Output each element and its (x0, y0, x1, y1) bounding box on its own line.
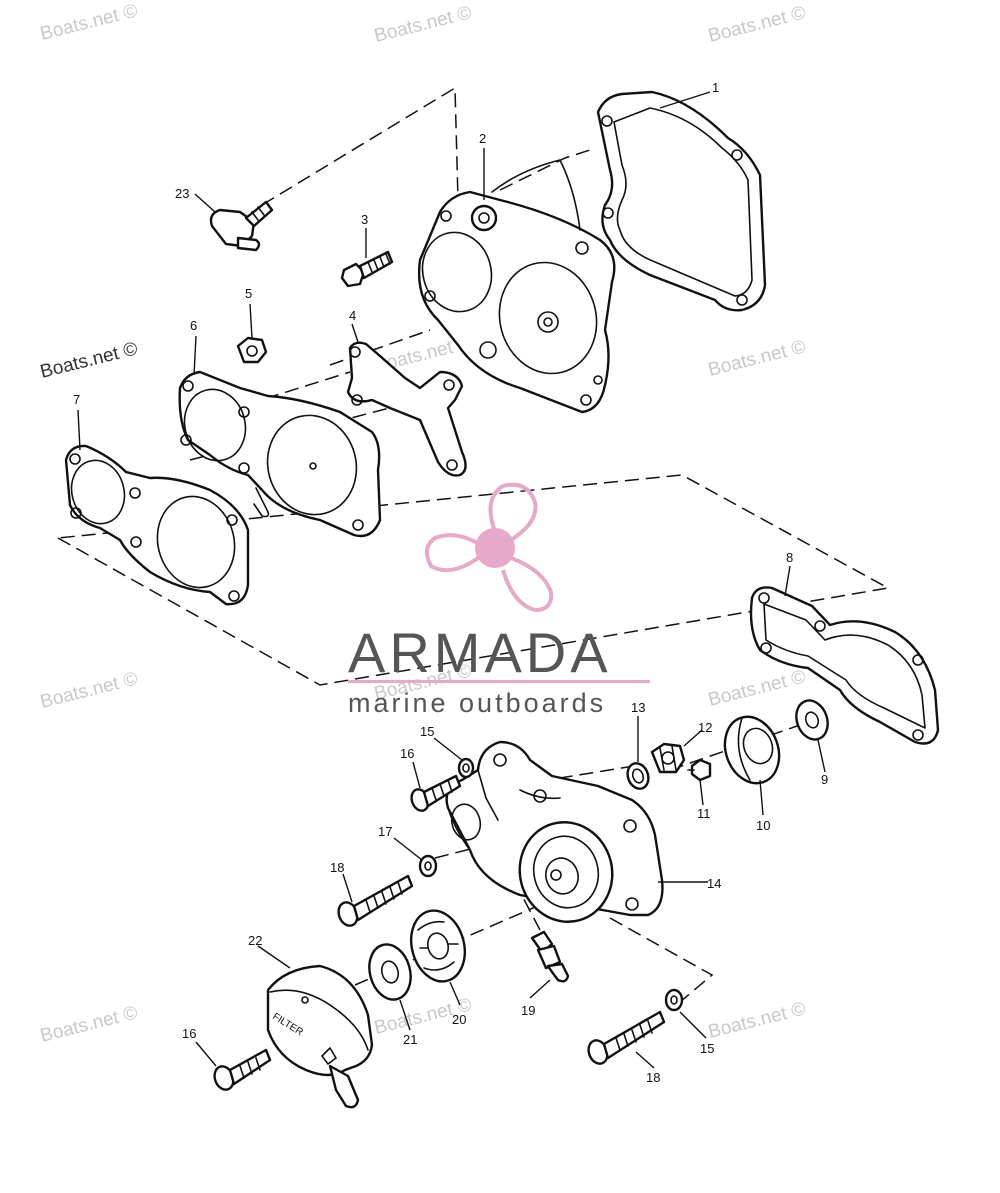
part-ref-label: 22 (248, 933, 262, 948)
screw-16 (410, 774, 462, 812)
lock-washer-15 (664, 988, 684, 1012)
part-ref-label: 20 (452, 1012, 466, 1027)
part-ref-label: 14 (707, 876, 721, 891)
watermark-text: Boats.net © (38, 338, 140, 382)
part-ref-label: 6 (190, 318, 197, 333)
valve-plate-20 (410, 909, 466, 983)
bracket-4 (346, 341, 467, 477)
o-ring-13 (626, 762, 650, 790)
part-ref-label: 3 (361, 212, 368, 227)
screw-16 (213, 1048, 272, 1091)
washer-9 (795, 699, 829, 741)
part-ref-label: 15 (420, 724, 434, 739)
washer-21 (368, 943, 412, 1001)
brand-tagline: marine outboards (348, 688, 606, 718)
propeller-icon (424, 482, 554, 613)
elbow-fitting-23 (209, 200, 274, 252)
pump-body-2 (417, 159, 616, 414)
part-ref-label: 17 (378, 824, 392, 839)
armada-logo: ARMADA marine outboards (348, 482, 650, 718)
watermark-text: Boats.net © (38, 0, 140, 44)
part-ref-label: 9 (821, 772, 828, 787)
screw-11 (687, 758, 712, 782)
part-ref-label: 4 (349, 308, 356, 323)
part-ref-label: 18 (330, 860, 344, 875)
watermark-text: Boats.net © (706, 666, 808, 710)
part-ref-label: 13 (631, 700, 645, 715)
watermark-text: Boats.net © (372, 2, 474, 46)
brand-divider (348, 680, 650, 683)
part-ref-label: 5 (245, 286, 252, 301)
brand-name: ARMADA (348, 621, 612, 684)
nut-5 (236, 336, 268, 364)
plate-6 (178, 370, 382, 538)
part-ref-label: 2 (479, 131, 486, 146)
watermark-text: Boats.net © (706, 2, 808, 46)
part-ref-label: 7 (73, 392, 80, 407)
diaphragm-10 (723, 715, 781, 785)
gasket-1 (596, 90, 767, 312)
part-ref-label: 19 (521, 1003, 535, 1018)
watermark-text: Boats.net © (38, 668, 140, 712)
part-ref-label: 15 (700, 1041, 714, 1056)
lock-washer-17 (418, 854, 438, 878)
part-ref-label: 8 (786, 550, 793, 565)
gasket-8 (749, 586, 940, 745)
gasket-7 (64, 444, 250, 606)
watermark-text: Boats.net © (706, 998, 808, 1042)
long-bolt-18 (337, 874, 414, 927)
part-ref-label: 10 (756, 818, 770, 833)
part-ref-label: 16 (400, 746, 414, 761)
part-ref-label: 21 (403, 1032, 417, 1047)
part-ref-label: 18 (646, 1070, 660, 1085)
check-valve-12 (650, 742, 686, 774)
lock-washer-15 (457, 757, 475, 779)
part-ref-label: 16 (182, 1026, 196, 1041)
part-ref-label: 23 (175, 186, 189, 201)
part-ref-label: 1 (712, 80, 719, 95)
leader-lines (77, 91, 826, 1069)
long-bolt-18 (587, 1010, 666, 1065)
reference-labels: 1 2 3 4 5 6 7 8 9 10 11 12 13 14 15 15 1… (73, 80, 828, 1085)
bolt-3 (340, 250, 394, 288)
part-ref-label: 11 (697, 806, 711, 821)
pump-housing-14 (445, 740, 664, 923)
watermark-text: Boats.net © (38, 1002, 140, 1046)
fitting-19 (530, 930, 570, 983)
watermark-text: Boats.net © (706, 336, 808, 380)
filter-cover-22: FILTER (266, 964, 374, 1109)
part-ref-label: 12 (698, 720, 712, 735)
